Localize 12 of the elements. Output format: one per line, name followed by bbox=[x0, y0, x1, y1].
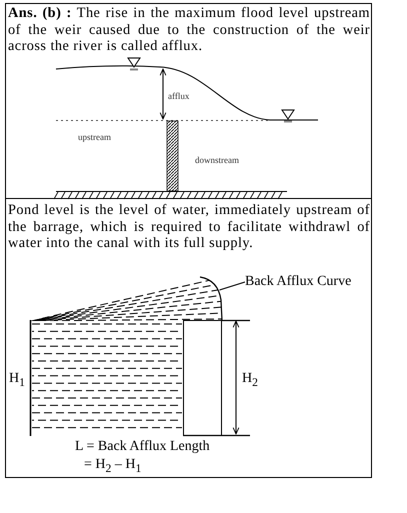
formula-text: = H$_{2}$ – H$_{1}$ bbox=[84, 457, 142, 477]
formula-text: L = Back Afflux Length bbox=[75, 439, 210, 456]
answer-paragraph: Ans. (b) : The rise in the maximum flood level upstream of the weir caused due to the construction of the weir across the river is called afflux. bbox=[8, 5, 370, 54]
region-label: upstream bbox=[78, 131, 111, 144]
dimension-label: H$_{2}$ bbox=[242, 371, 258, 391]
curve-label: Back Afflux Curve bbox=[245, 274, 352, 290]
dimension-label: afflux bbox=[168, 90, 190, 103]
region-label: downstream bbox=[195, 154, 239, 167]
leader-line bbox=[219, 282, 246, 290]
definition-paragraph: Pond level is the level of water, immediately upstream of the barrage, which is required to facilitate withdrawl of water into the canal with its full supply. bbox=[8, 202, 370, 252]
dimension-label: H$_{1}$ bbox=[9, 371, 25, 391]
back-afflux-curve bbox=[200, 276, 223, 322]
